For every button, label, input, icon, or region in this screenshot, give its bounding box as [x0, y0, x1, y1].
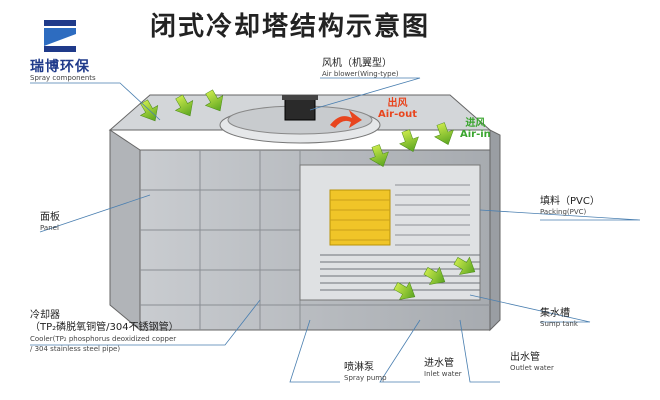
label-air-in-cn: 进风	[465, 118, 486, 129]
label-inlet-en: Inlet water	[424, 370, 462, 378]
label-fan-en: Air blower(Wing-type)	[322, 70, 399, 78]
label-sump-en: Sump tank	[540, 320, 578, 328]
label-inlet-cn: 进水管	[424, 358, 454, 369]
label-air-out-en: Air-out	[378, 109, 418, 120]
brand-name: 瑞博环保	[30, 59, 90, 75]
page-title: 闭式冷却塔结构示意图	[150, 12, 431, 42]
label-packing-en: Packing(PVC)	[540, 208, 587, 216]
air-out-arrow	[330, 110, 362, 128]
coil-tubes	[395, 184, 470, 246]
label-cooler-cn-2: （TP₂磷脱氧铜管/304不锈钢管）	[30, 322, 179, 333]
fan-motor-cap	[282, 95, 318, 100]
label-cooler-en-2: / 304 stainless steel pipe)	[30, 345, 121, 353]
label-spray-pump-cn: 喷淋泵	[344, 362, 374, 373]
label-outlet-cn: 出水管	[510, 352, 540, 363]
label-fan-cn: 风机（机翼型）	[322, 58, 392, 69]
label-outlet-en: Outlet water	[510, 364, 554, 372]
label-air-in-en: Air-in	[460, 129, 491, 140]
label-cooler-en: Cooler(TP₂ phosphorus deoxidized copper	[30, 335, 177, 343]
air-in-arrows	[139, 89, 476, 300]
label-panel-en: Panel	[40, 224, 59, 232]
label-packing-cn: 填料（PVC）	[540, 196, 600, 207]
side-panel	[109, 129, 141, 332]
label-spray-components-en: Spray components	[30, 74, 96, 82]
air-inlet-louvers	[320, 254, 480, 291]
label-air-in: 进风 Air-in	[460, 118, 491, 140]
label-air-out: 出风 Air-out	[378, 98, 417, 120]
label-air-out-cn: 出风	[387, 98, 408, 109]
label-spray-pump-en: Spray pump	[344, 374, 387, 382]
fan-motor	[284, 97, 316, 121]
label-panel-cn: 面板	[40, 212, 60, 223]
label-sump-cn: 集水槽	[540, 308, 570, 319]
brand-logo-icon	[44, 20, 76, 52]
leader-lines	[30, 77, 641, 383]
right-edge	[489, 129, 501, 332]
label-cooler-cn: 冷却器	[30, 310, 60, 321]
packing-block	[329, 189, 391, 246]
